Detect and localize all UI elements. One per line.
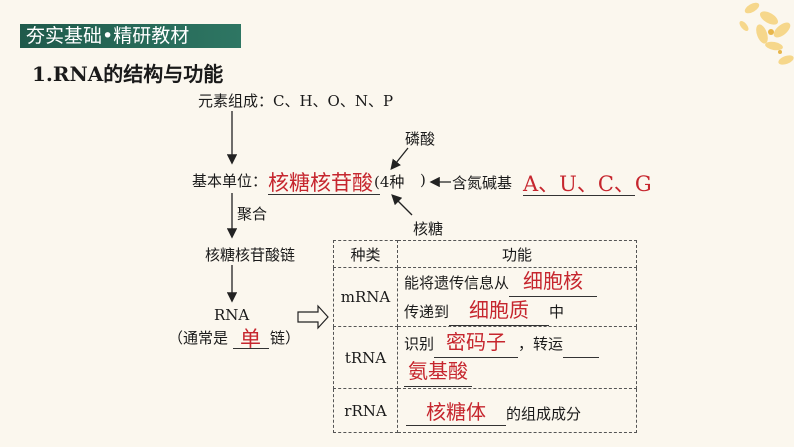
elements-composition: 元素组成：C、H、O、N、P	[198, 92, 394, 110]
rna-to-table-arrow	[297, 304, 329, 330]
function-rrna: 核糖体 的组成成分	[397, 388, 637, 433]
trna-answer-codon: 密码子	[446, 329, 507, 354]
usually-answer: 单	[240, 327, 261, 351]
unit-count: (4种	[374, 173, 405, 191]
header-function: 功能	[397, 240, 637, 268]
flower-decoration-icon	[739, 2, 794, 65]
base-answer-underline	[523, 195, 635, 196]
mrna-answer-nucleus: 细胞核	[523, 269, 584, 293]
rna-function-table: 种类 功能 mRNA 能将遗传信息从细胞核 传递到 细胞质 中 tRNA 识别密码子…	[333, 240, 637, 433]
basic-unit-answer: 核糖核苷酸	[268, 171, 373, 195]
arrow-phosphate	[390, 147, 409, 171]
ribose-label: 核糖	[413, 220, 444, 238]
function-mrna: 能将遗传信息从细胞核 传递到 细胞质 中	[397, 267, 637, 327]
mrna-line2-suffix: 中	[549, 303, 565, 321]
mrna-answer-cytoplasm: 细胞质	[469, 298, 530, 322]
rrna-answer-ribosome: 核糖体	[426, 399, 486, 424]
basic-unit-label: 基本单位：	[192, 172, 268, 190]
mrna-line2-prefix: 传递到	[404, 303, 450, 321]
trna-line1-suffix: ，转运	[518, 334, 564, 353]
usually-prefix: （通常是	[168, 329, 229, 347]
page-heading: 1.RNA的结构与功能	[32, 62, 224, 86]
polymerize-label: 聚合	[237, 205, 268, 223]
chain-label: 核糖核苷酸链	[205, 246, 296, 264]
kind-mrna: mRNA	[333, 267, 398, 327]
kind-rrna: rRNA	[333, 388, 398, 433]
trna-answer-amino-acid: 氨基酸	[408, 358, 468, 383]
mrna-line1-prefix: 能将遗传信息从	[404, 274, 510, 292]
usually-underline	[233, 348, 269, 349]
arrow-ribose	[391, 194, 413, 216]
header-kind: 种类	[333, 240, 398, 268]
rna-label: RNA	[214, 306, 250, 324]
unit-answer-underline	[268, 194, 380, 195]
nitrogen-base-label: 含氮碱基	[452, 174, 513, 192]
usually-suffix: 链）	[270, 329, 301, 347]
function-trna: 识别密码子 ，转运 氨基酸	[397, 326, 637, 389]
rrna-line1-suffix: 的组成成分	[506, 404, 582, 423]
section-banner: 夯实基础•精研教材	[20, 24, 241, 48]
paren-close: )	[420, 171, 426, 189]
nitrogen-base-answer: A、U、C、G	[523, 172, 652, 196]
trna-line1-prefix: 识别	[404, 334, 435, 353]
kind-trna: tRNA	[333, 326, 398, 389]
phosphate-label: 磷酸	[405, 130, 436, 148]
